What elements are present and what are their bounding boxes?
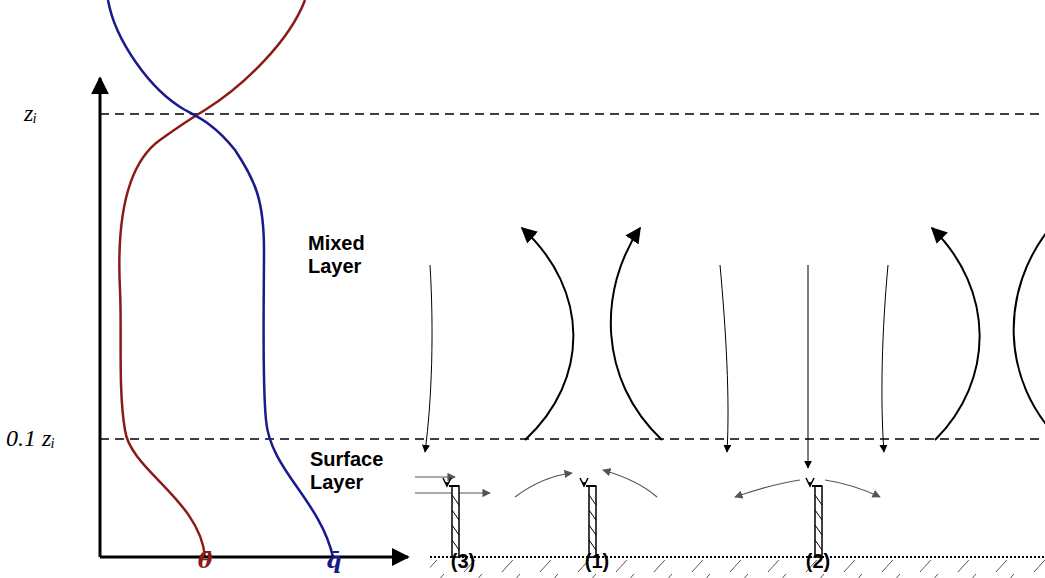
axis-variable: q̄ xyxy=(326,548,341,573)
theta-profile xyxy=(119,0,305,557)
convergence-arrow xyxy=(515,473,572,497)
downdraft-arrow xyxy=(808,265,809,468)
zi-dashed-line xyxy=(100,113,1045,114)
flux-tower xyxy=(806,478,822,557)
divergence-arrow xyxy=(825,480,880,497)
downdraft-arrow xyxy=(882,265,888,452)
divergence-arrow xyxy=(735,480,800,497)
updraft-arrow xyxy=(1014,228,1045,440)
callout-number: (3) xyxy=(451,550,475,573)
height-label: zᵢ xyxy=(24,100,37,128)
layer-name: Mixed Layer xyxy=(308,232,388,278)
updraft-arrow xyxy=(611,228,662,440)
axis-variable: θ̄ xyxy=(198,548,213,573)
q-profile xyxy=(108,0,333,557)
ground-line xyxy=(430,556,1045,558)
updraft-arrow xyxy=(932,228,980,440)
surface-dashed-line xyxy=(100,438,1045,439)
flux-tower xyxy=(580,478,596,557)
callout-number: (1) xyxy=(585,550,609,573)
y-axis xyxy=(99,78,102,557)
flux-tower xyxy=(443,478,459,557)
updraft-arrow xyxy=(522,228,573,440)
ground-hatching xyxy=(430,560,1045,578)
callout-number: (2) xyxy=(806,550,830,573)
advection-arrow xyxy=(415,476,455,477)
downdraft-arrow xyxy=(720,265,728,452)
downdraft-arrow xyxy=(425,265,432,452)
height-label: 0.1 zᵢ xyxy=(6,425,55,453)
convergence-arrow xyxy=(603,470,657,497)
x-axis xyxy=(100,556,408,559)
layer-name: Surface Layer xyxy=(310,448,400,494)
